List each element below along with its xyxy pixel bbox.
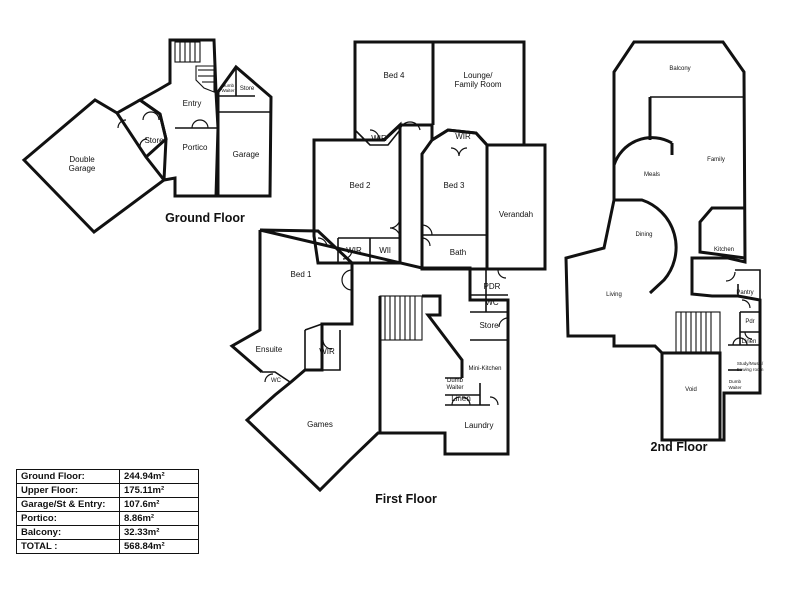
label-linen-second: Linen: [742, 339, 757, 345]
label-store-right: Store: [240, 86, 255, 92]
first-stairs: [379, 295, 423, 341]
label-bed2: Bed 2: [350, 181, 371, 190]
label-ensuite: Ensuite: [256, 345, 283, 354]
label-pdr-second: Pdr: [745, 319, 754, 325]
label-dumb-waiter-ground-1: Dumb: [222, 83, 235, 88]
label-mini-kitchen: Mini-Kitchen: [468, 366, 501, 372]
label-study-1: Study/Music/: [737, 361, 764, 366]
ground-stairs: [174, 41, 215, 93]
label-wir-bed1: WIR: [319, 347, 335, 356]
ground-floor-title: Ground Floor: [165, 211, 245, 225]
label-wc-right: WC: [485, 298, 499, 307]
label-store-first: Store: [479, 321, 499, 330]
bed1-games-walls: [244, 228, 510, 493]
bed4-lounge-walls: [353, 40, 526, 147]
label-verandah: Verandah: [499, 210, 533, 219]
area-row: TOTAL :568.84m²: [16, 539, 199, 554]
label-wc-left: WC: [271, 378, 282, 384]
area-value: 32.33m²: [119, 525, 199, 540]
second-stairs: [675, 311, 721, 353]
label-dining: Dining: [635, 232, 652, 238]
first-floor-title: First Floor: [375, 492, 437, 506]
label-bed3: Bed 3: [444, 181, 465, 190]
second-floor-plan: Balcony Family Meals Dining Kitchen Livi…: [564, 40, 764, 442]
label-dumb-waiter-second-2: Waiter: [728, 385, 742, 390]
label-pantry: Pantry: [736, 290, 753, 296]
label-wil: WIl: [379, 246, 391, 255]
bed3-verandah-walls: [420, 128, 547, 271]
entry-block-walls: [137, 38, 220, 198]
label-bed1: Bed 1: [291, 270, 312, 279]
label-dumb-waiter-first-2: Waiter: [446, 385, 463, 391]
label-dumb-waiter-second-1: Dumb: [729, 379, 742, 384]
label-linen-first: Linen: [451, 394, 471, 403]
label-portico: Portico: [183, 143, 208, 152]
label-wir-bed2: WIR: [346, 246, 362, 255]
label-study-2: Sewing room: [737, 367, 764, 372]
area-value: 8.86m²: [119, 511, 199, 526]
first-floor-plan: Bed 4 Lounge/ Family Room WIR WIR Bed 2 …: [229, 40, 547, 493]
ground-floor-plan: Double Garage Store Entry Dumb Waiter St…: [21, 38, 273, 234]
second-floor-title: 2nd Floor: [651, 440, 708, 454]
area-label: Portico:: [16, 511, 120, 526]
label-games: Games: [307, 420, 333, 429]
area-label: TOTAL :: [16, 539, 120, 554]
label-bed4: Bed 4: [384, 71, 405, 80]
second-floor-walls: [564, 40, 762, 442]
garage-walls: [216, 64, 273, 198]
area-value: 244.94m²: [119, 469, 199, 484]
label-lounge-2: Family Room: [454, 80, 501, 89]
area-row: Balcony:32.33m²: [16, 525, 199, 540]
area-label: Ground Floor:: [16, 469, 120, 484]
label-balcony: Balcony: [669, 66, 690, 72]
label-entry: Entry: [183, 99, 202, 108]
area-label: Garage/St & Entry:: [16, 497, 120, 512]
label-wir-bed4: WIR: [371, 134, 387, 143]
label-double-garage-2: Garage: [69, 164, 96, 173]
area-row: Ground Floor:244.94m²: [16, 469, 199, 484]
area-row: Garage/St & Entry:107.6m²: [16, 497, 199, 512]
label-dumb-waiter-ground-2: Waiter: [221, 88, 235, 93]
label-meals: Meals: [644, 172, 660, 178]
label-lounge-1: Lounge/: [464, 71, 494, 80]
label-kitchen: Kitchen: [714, 247, 734, 253]
label-wir-bed3: WIR: [455, 132, 471, 141]
area-row: Upper Floor:175.11m²: [16, 483, 199, 498]
label-void: Void: [685, 387, 697, 393]
label-double-garage-1: Double: [69, 155, 95, 164]
area-value: 107.6m²: [119, 497, 199, 512]
label-pdr-first: PDR: [484, 282, 501, 291]
label-garage: Garage: [233, 150, 260, 159]
area-value: 175.11m²: [119, 483, 199, 498]
label-store-left: Store: [144, 136, 164, 145]
label-dumb-waiter-first-1: Dumb: [447, 378, 464, 384]
label-family: Family: [707, 157, 725, 163]
label-laundry: Laundry: [465, 421, 494, 430]
area-row: Portico:8.86m²: [16, 511, 199, 526]
area-label: Upper Floor:: [16, 483, 120, 498]
area-value: 568.84m²: [119, 539, 199, 554]
label-living: Living: [606, 292, 622, 298]
area-label: Balcony:: [16, 525, 120, 540]
label-bath: Bath: [450, 248, 466, 257]
